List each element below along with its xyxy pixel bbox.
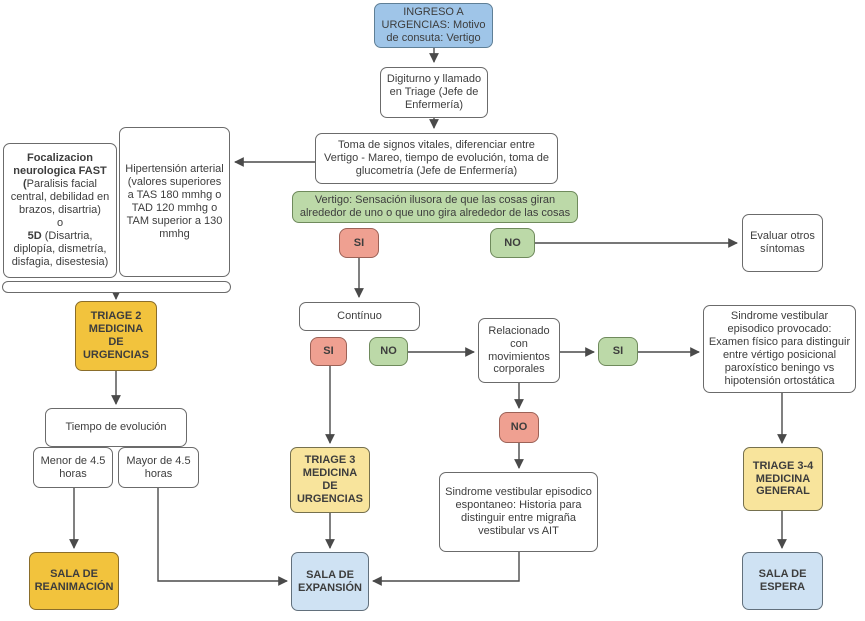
node-relacionado-movimientos: Relacionado con movimientos corporales <box>478 318 560 383</box>
node-si-vertigo: SI <box>339 228 379 258</box>
node-toma-signos: Toma de signos vitales, diferenciar entr… <box>315 133 558 184</box>
node-no-continuo: NO <box>369 337 408 366</box>
node-triage-3: TRIAGE 3 MEDICINA DE URGENCIAS <box>290 447 370 513</box>
focalizacion-text-5d-list: (Disartria, diplopía, dismetría, disfagi… <box>11 229 109 268</box>
node-menor-4-5-horas: Menor de 4.5 horas <box>33 447 113 488</box>
node-si-movimientos: SI <box>598 337 638 366</box>
node-tiempo-evolucion: Tiempo de evolución <box>45 408 187 447</box>
node-triage-3-4: TRIAGE 3-4 MEDICINA GENERAL <box>743 447 823 511</box>
node-sindrome-provocado: Sindrome vestibular episodico provocado:… <box>703 305 856 393</box>
node-vertigo-definicion: Vertigo: Sensación ilusora de que las co… <box>292 191 578 223</box>
focalizacion-bold-fast: Focalizacion neurologica FAST ( <box>13 152 107 191</box>
node-no-vertigo: NO <box>490 228 535 258</box>
focalizacion-bold-5d: 5D <box>27 229 42 242</box>
node-evaluar-otros-sintomas: Evaluar otros síntomas <box>742 214 823 272</box>
focalizacion-text-o: o <box>56 216 64 229</box>
node-sala-expansion: SALA DE EXPANSIÓN <box>291 552 369 611</box>
node-no-movimientos: NO <box>499 412 539 443</box>
node-mayor-4-5-horas: Mayor de 4.5 horas <box>118 447 199 488</box>
node-continuo: Contínuo <box>299 302 420 331</box>
focalizacion-text-paralisis: Paralisis facial central, debilidad en b… <box>10 178 110 217</box>
node-sala-reanimacion: SALA DE REANIMACIÓN <box>29 552 119 610</box>
node-focalizacion-neurologica: Focalizacion neurologica FAST (Paralisis… <box>3 143 117 278</box>
node-ingreso-urgencias: INGRESO A URGENCIAS: Motivo de consuta: … <box>374 3 493 48</box>
node-sindrome-espontaneo: Sindrome vestibular episodico espontaneo… <box>439 472 598 552</box>
node-sala-espera: SALA DE ESPERA <box>742 552 823 610</box>
node-si-continuo: SI <box>310 337 347 366</box>
node-digiturno: Digiturno y llamado en Triage (Jefe de E… <box>380 67 488 118</box>
join-bar <box>2 281 231 293</box>
node-triage-2: TRIAGE 2 MEDICINA DE URGENCIAS <box>75 301 157 371</box>
node-hipertension-arterial: Hipertensión arterial (valores superiore… <box>119 127 230 277</box>
